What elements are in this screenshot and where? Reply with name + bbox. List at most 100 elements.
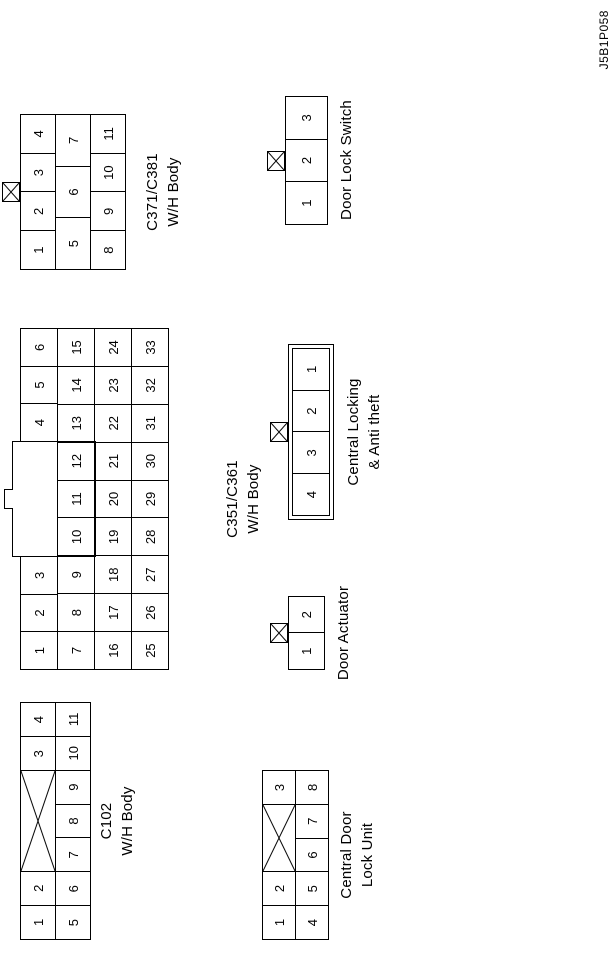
label-line: W/H Body [165,157,182,227]
pin-cell: 4 [20,403,58,442]
pin-cell: 3 [20,152,56,193]
pin-cell: 1 [288,632,325,670]
pin-cell: 8 [295,770,329,805]
label-line: & Anti theft [366,394,383,470]
pin-cell: 6 [20,327,58,367]
pin-cell: 21 [94,441,132,481]
pin-cell: 27 [131,555,169,595]
pin-cell: 5 [55,905,91,940]
pin-cell: 10 [55,735,91,771]
pin-cell: 3 [20,736,56,772]
pin-cell: 5 [295,871,329,907]
connector-c102-label: C102 W/H Body [96,702,138,940]
pin-cell: 25 [131,631,169,670]
pin-cell: 2 [262,871,296,906]
connector-central-locking-anti-theft-label: Central Locking & Anti theft [343,334,385,530]
pin-cell: 8 [90,230,126,270]
pin-cell: 2 [288,596,325,634]
pin-cell: 6 [55,871,91,907]
pin-cell: 9 [57,555,95,595]
label-line: W/H Body [119,786,136,856]
pin-cell: 19 [94,517,132,557]
pin-cell: 17 [94,593,132,633]
pin-cell: 2 [292,389,330,433]
pin-cell: 5 [55,217,91,270]
connector-central-door-lock-unit-label: Central Door Lock Unit [336,756,378,954]
label-line: C102 [98,802,115,840]
label-line: Lock Unit [359,822,376,888]
pin-cell: 2 [20,191,56,232]
pin-cell: 3 [285,95,328,140]
pin-cell: 2 [20,870,56,906]
label-line: Central Locking [345,378,362,486]
label-line: Central Door [338,811,355,899]
label-line: C351/C361 [224,460,241,538]
connector-door-lock-switch-label: Door Lock Switch [336,30,357,290]
connector-housing-bump [4,489,13,509]
pin-cell: 16 [94,631,132,670]
pin-cell: 7 [295,803,329,839]
pin-cell: 1 [20,230,56,270]
pin-cell: 3 [292,431,330,475]
lock-tab-icon [270,623,288,643]
pin-cell: 11 [90,114,126,154]
pin-cell: 2 [20,593,58,633]
pin-cell: 29 [131,479,169,519]
pin-cell: 6 [295,837,329,873]
lock-tab-icon [270,422,288,442]
pin-cell: 8 [57,593,95,633]
label-line: Door Actuator [335,585,352,681]
keyway-blank-cell [262,804,296,872]
pin-cell: 4 [20,114,56,154]
label-line: W/H Body [245,464,262,534]
label-line: C371/C381 [144,153,161,231]
pin-cell: 1 [262,905,296,940]
pin-cell: 9 [90,191,126,232]
pin-cell: 1 [292,348,330,391]
connector-c371-c381-label: C371/C381 W/H Body [142,94,184,290]
pin-cell: 15 [57,327,95,367]
lock-tab-icon [2,182,20,202]
pin-cell: 4 [295,905,329,940]
pin-cell: 1 [285,181,328,225]
pin-cell: 33 [131,327,169,367]
lock-tab-icon [267,151,285,171]
keyway-blank-cell [20,770,56,872]
pin-cell: 30 [131,441,169,481]
pin-cell: 20 [94,479,132,519]
pin-cell: 5 [20,365,58,405]
pin-cell: 31 [131,403,169,443]
pin-cell: 3 [20,555,58,595]
pin-cell: 23 [94,365,132,405]
pin-cell: 6 [55,165,91,219]
pin-cell: 4 [292,473,330,516]
pin-cell: 13 [57,403,95,443]
pin-cell: 10 [90,152,126,193]
pin-cell: 4 [20,702,56,738]
pin-cell: 7 [55,113,91,167]
pin-cell: 14 [57,365,95,405]
pin-cell: 7 [57,631,95,670]
pin-cell: 26 [131,593,169,633]
connector-c351-c361-label: C351/C361 W/H Body [222,328,264,670]
label-line: Door Lock Switch [338,100,355,220]
pin-cell: 7 [55,837,91,873]
connector-door-actuator-label: Door Actuator [333,546,354,720]
